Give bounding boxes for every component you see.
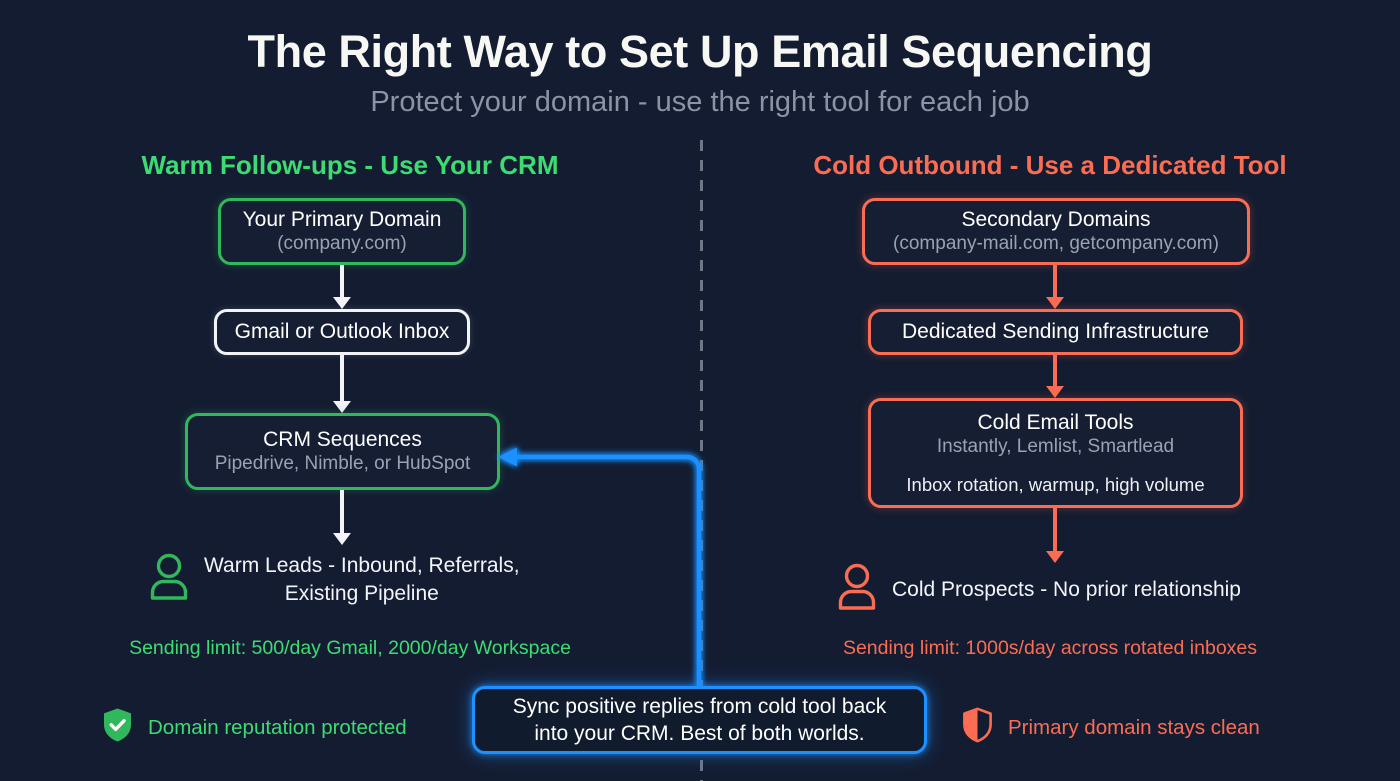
column-divider bbox=[700, 140, 703, 781]
node-crm-sequences: CRM Sequences Pipedrive, Nimble, or HubS… bbox=[185, 413, 500, 490]
node-subtitle: (company.com) bbox=[277, 233, 407, 255]
left-sending-limit: Sending limit: 500/day Gmail, 2000/day W… bbox=[129, 637, 571, 659]
persona-text: Warm Leads - Inbound, Referrals, Existin… bbox=[204, 552, 520, 607]
sync-line-2: into your CRM. Best of both worlds. bbox=[534, 722, 865, 745]
arrow-inbox-to-crm bbox=[329, 355, 355, 413]
node-subtitle: Instantly, Lemlist, Smartlead bbox=[936, 436, 1175, 458]
assurance-label: Primary domain stays clean bbox=[1008, 716, 1260, 739]
node-title: Secondary Domains bbox=[961, 207, 1151, 231]
node-subtitle: (company-mail.com, getcompany.com) bbox=[893, 233, 1219, 255]
persona-line-1: Cold Prospects - No prior relationship bbox=[892, 577, 1241, 601]
right-sending-limit: Sending limit: 1000s/day across rotated … bbox=[842, 637, 1258, 659]
arrow-tools-to-cold-prospects bbox=[1042, 508, 1068, 563]
node-subtitle: Pipedrive, Nimble, or HubSpot bbox=[214, 453, 471, 475]
arrow-head bbox=[333, 533, 351, 545]
node-title: Dedicated Sending Infrastructure bbox=[901, 320, 1209, 344]
node-title: Cold Email Tools bbox=[977, 410, 1134, 434]
page-subtitle: Protect your domain - use the right tool… bbox=[370, 86, 1030, 118]
left-column-heading: Warm Follow-ups - Use Your CRM bbox=[141, 150, 559, 180]
arrow-infrastructure-to-tools bbox=[1042, 355, 1068, 398]
sync-callout-box: Sync positive replies from cold tool bac… bbox=[472, 686, 927, 754]
assurance-label: Domain reputation protected bbox=[148, 716, 407, 739]
right-column-heading: Cold Outbound - Use a Dedicated Tool bbox=[813, 150, 1287, 180]
node-title: CRM Sequences bbox=[263, 427, 422, 451]
persona-line-1: Warm Leads - Inbound, Referrals, bbox=[204, 554, 520, 577]
arrow-shaft bbox=[1053, 265, 1057, 298]
node-dedicated-sending-infrastructure: Dedicated Sending Infrastructure bbox=[868, 309, 1243, 355]
arrow-head bbox=[1046, 551, 1064, 563]
node-gmail-outlook-inbox: Gmail or Outlook Inbox bbox=[214, 309, 470, 355]
arrow-head bbox=[1046, 297, 1064, 309]
cold-prospects-persona: Cold Prospects - No prior relationship bbox=[836, 562, 1296, 617]
node-primary-domain: Your Primary Domain (company.com) bbox=[218, 198, 466, 265]
node-cold-email-tools: Cold Email Tools Instantly, Lemlist, Sma… bbox=[868, 398, 1243, 508]
arrow-shaft bbox=[340, 355, 344, 402]
node-extra-note: Inbox rotation, warmup, high volume bbox=[906, 474, 1205, 496]
node-title: Your Primary Domain bbox=[242, 207, 442, 231]
persona-line-2: Existing Pipeline bbox=[284, 581, 439, 605]
arrow-shaft bbox=[340, 265, 344, 298]
shield-check-icon bbox=[102, 707, 133, 749]
arrow-head bbox=[333, 297, 351, 309]
arrow-shaft bbox=[1053, 508, 1057, 552]
shield-half-icon bbox=[962, 707, 993, 749]
arrow-domains-to-infrastructure bbox=[1042, 265, 1068, 309]
page-title: The Right Way to Set Up Email Sequencing bbox=[247, 26, 1153, 77]
person-icon bbox=[148, 552, 190, 607]
left-assurance: Domain reputation protected bbox=[102, 707, 407, 749]
arrow-head bbox=[1046, 386, 1064, 398]
person-icon bbox=[836, 562, 878, 617]
arrow-shaft bbox=[1053, 355, 1057, 387]
node-title: Gmail or Outlook Inbox bbox=[234, 320, 450, 344]
arrow-shaft bbox=[340, 490, 344, 534]
arrow-primary-to-inbox bbox=[329, 265, 355, 309]
arrow-head bbox=[333, 401, 351, 413]
node-secondary-domains: Secondary Domains (company-mail.com, get… bbox=[862, 198, 1250, 265]
sync-line-1: Sync positive replies from cold tool bac… bbox=[512, 694, 887, 718]
persona-text: Cold Prospects - No prior relationship bbox=[892, 576, 1241, 604]
arrow-crm-to-warm-leads bbox=[329, 490, 355, 545]
warm-leads-persona: Warm Leads - Inbound, Referrals, Existin… bbox=[148, 552, 568, 607]
right-assurance: Primary domain stays clean bbox=[962, 707, 1260, 749]
